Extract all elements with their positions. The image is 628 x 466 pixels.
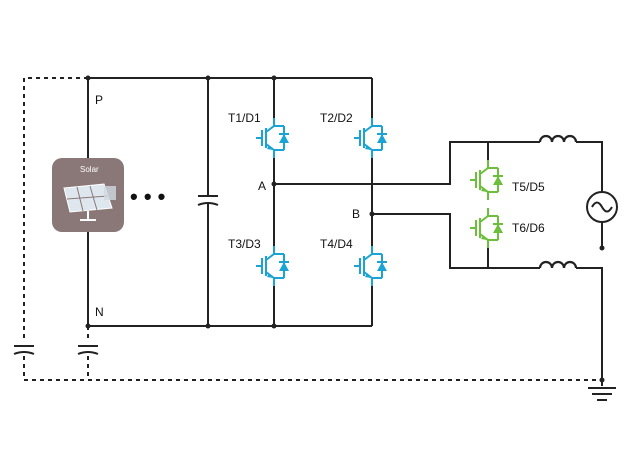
bridge-leg-b bbox=[369, 78, 375, 326]
node-n-label: N bbox=[95, 305, 104, 319]
igbt-t6-icon bbox=[469, 207, 504, 249]
dc-link-capacitor bbox=[197, 78, 219, 326]
node-p-label: P bbox=[95, 93, 103, 107]
ground-icon bbox=[588, 377, 616, 401]
switch-t6-label: T6/D6 bbox=[512, 221, 545, 235]
inductor-bottom-icon bbox=[538, 260, 578, 269]
igbt-t2-icon bbox=[353, 117, 388, 159]
bridge-leg-a bbox=[271, 78, 277, 326]
igbt-t4-icon bbox=[353, 245, 388, 287]
node-a-label: A bbox=[258, 179, 266, 193]
igbt-t5-icon bbox=[469, 159, 504, 201]
igbt-t3-icon bbox=[255, 245, 290, 287]
inductor-top-icon bbox=[538, 134, 578, 143]
solar-module: Solar bbox=[52, 158, 124, 232]
solar-panel-icon bbox=[63, 183, 116, 221]
switch-t1-label: T1/D1 bbox=[228, 111, 261, 125]
node-b-label: B bbox=[352, 207, 360, 221]
switch-t4-label: T4/D4 bbox=[320, 237, 353, 251]
ellipsis: • • • bbox=[130, 184, 165, 209]
solar-label: Solar bbox=[80, 165, 99, 174]
ac-source-icon bbox=[586, 191, 618, 223]
parasitic-capacitor-left bbox=[13, 345, 35, 355]
switch-t5-label: T5/D5 bbox=[512, 180, 545, 194]
switch-t3-label: T3/D3 bbox=[228, 237, 261, 251]
parasitic-capacitor-right bbox=[77, 345, 99, 355]
output-wires bbox=[274, 141, 605, 386]
igbt-t1-icon bbox=[255, 117, 290, 159]
dc-bus-positive bbox=[85, 75, 372, 158]
switch-t2-label: T2/D2 bbox=[320, 111, 353, 125]
